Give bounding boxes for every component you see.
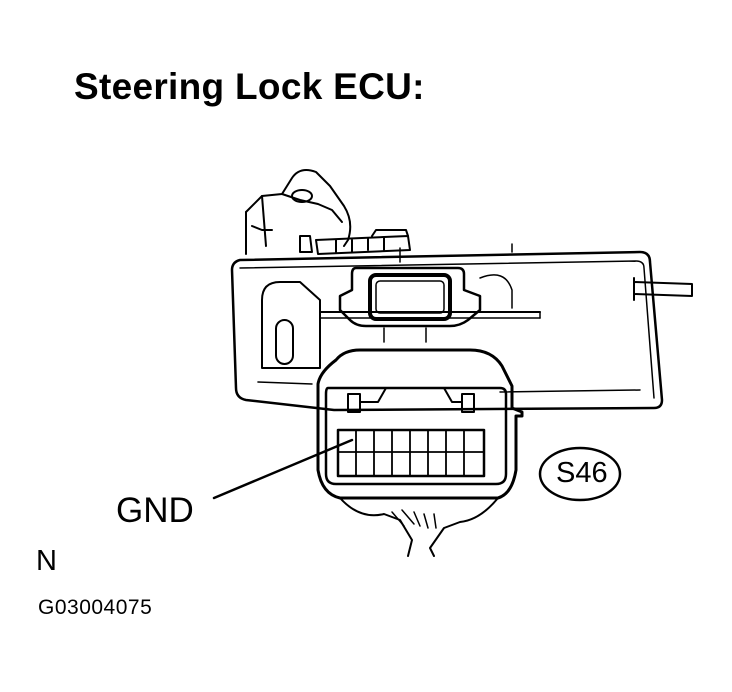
connector-code-oval — [538, 446, 622, 502]
view-letter: N — [36, 545, 57, 577]
connector-code-label: S46 — [556, 457, 608, 489]
top-bracket — [245, 169, 411, 255]
harness-connector — [316, 348, 524, 557]
gnd-terminal-label: GND — [116, 491, 194, 530]
diagram-title: Steering Lock ECU: — [74, 66, 425, 107]
center-socket — [338, 266, 482, 343]
gnd-leader-line — [212, 438, 354, 500]
figure-id: G03004075 — [38, 596, 153, 619]
